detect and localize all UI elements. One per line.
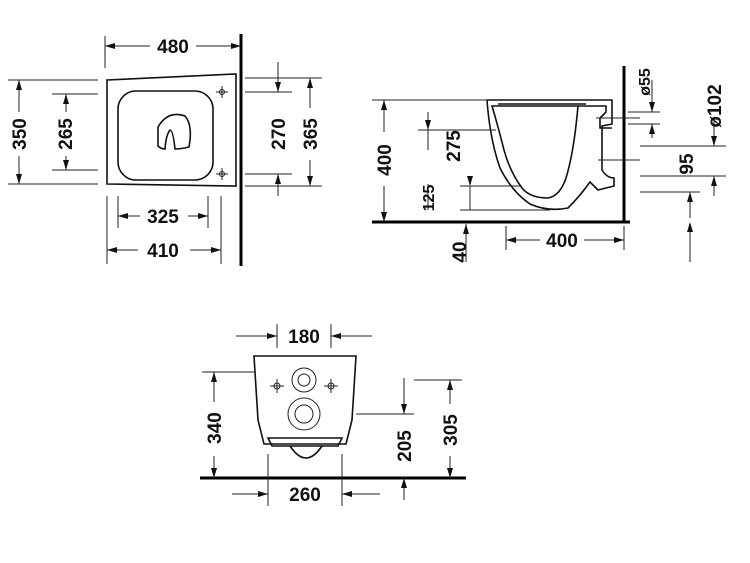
dim-label-125: 125 bbox=[421, 185, 438, 212]
dim-410-top bbox=[106, 196, 222, 264]
dim-label-205: 205 bbox=[395, 430, 416, 462]
dim-400-height bbox=[372, 99, 486, 222]
bowl-outline-top bbox=[106, 73, 237, 187]
dim-180 bbox=[236, 324, 372, 348]
toilet-front-bowl bbox=[289, 445, 323, 459]
front-connection-circles bbox=[270, 367, 338, 431]
dim-label-40: 40 bbox=[450, 241, 471, 262]
dim-label-350: 350 bbox=[10, 118, 31, 150]
dim-365-top bbox=[245, 77, 322, 187]
dim-400-depth bbox=[505, 226, 625, 250]
dim-265-top bbox=[52, 93, 98, 171]
dim-480-top bbox=[104, 36, 241, 68]
dim-270-top bbox=[245, 62, 292, 196]
dim-label-265: 265 bbox=[56, 118, 77, 150]
dim-label-270: 270 bbox=[269, 118, 290, 150]
top-view: 480 350 265 27 bbox=[8, 34, 322, 266]
front-view: 180 340 205 305 bbox=[200, 324, 466, 506]
dim-275 bbox=[418, 112, 496, 210]
dim-350-top bbox=[8, 79, 98, 185]
dim-325-top bbox=[117, 196, 209, 228]
dim-label-400-height: 400 bbox=[375, 144, 396, 176]
dim-305 bbox=[414, 379, 462, 478]
dim-label-diam-55: ø55 bbox=[637, 68, 654, 96]
toilet-side-outline bbox=[486, 99, 615, 211]
dim-diam-102 bbox=[640, 118, 726, 196]
toilet-front-seat bbox=[266, 437, 344, 447]
dim-label-410: 410 bbox=[147, 241, 179, 262]
dim-label-275: 275 bbox=[444, 130, 465, 162]
dim-label-400-depth: 400 bbox=[546, 231, 578, 252]
dim-40 bbox=[463, 224, 469, 262]
side-view: 400 275 125 40 bbox=[372, 66, 726, 263]
dim-label-480: 480 bbox=[157, 37, 189, 58]
toilet-side-inner-bowl bbox=[490, 105, 579, 199]
toilet-front-outline bbox=[253, 355, 357, 445]
dim-260 bbox=[232, 454, 380, 506]
seat-opening-top bbox=[117, 90, 214, 181]
dim-label-365: 365 bbox=[301, 118, 322, 150]
dim-diam-55 bbox=[628, 80, 660, 138]
toilet-side-rim bbox=[578, 105, 612, 129]
dim-label-180: 180 bbox=[288, 327, 320, 348]
dim-label-95: 95 bbox=[677, 153, 698, 175]
dim-340 bbox=[202, 371, 256, 478]
dim-label-340: 340 bbox=[205, 412, 226, 444]
dim-205 bbox=[356, 378, 414, 500]
dim-125 bbox=[460, 176, 550, 211]
flush-opening-top bbox=[157, 113, 192, 150]
fixing-crosses-top bbox=[216, 86, 228, 180]
dim-label-260: 260 bbox=[289, 485, 321, 506]
dim-label-305: 305 bbox=[441, 414, 462, 446]
dim-label-325: 325 bbox=[147, 207, 179, 228]
dim-label-diam-102: ø102 bbox=[705, 84, 726, 127]
dim-95 bbox=[640, 191, 700, 262]
